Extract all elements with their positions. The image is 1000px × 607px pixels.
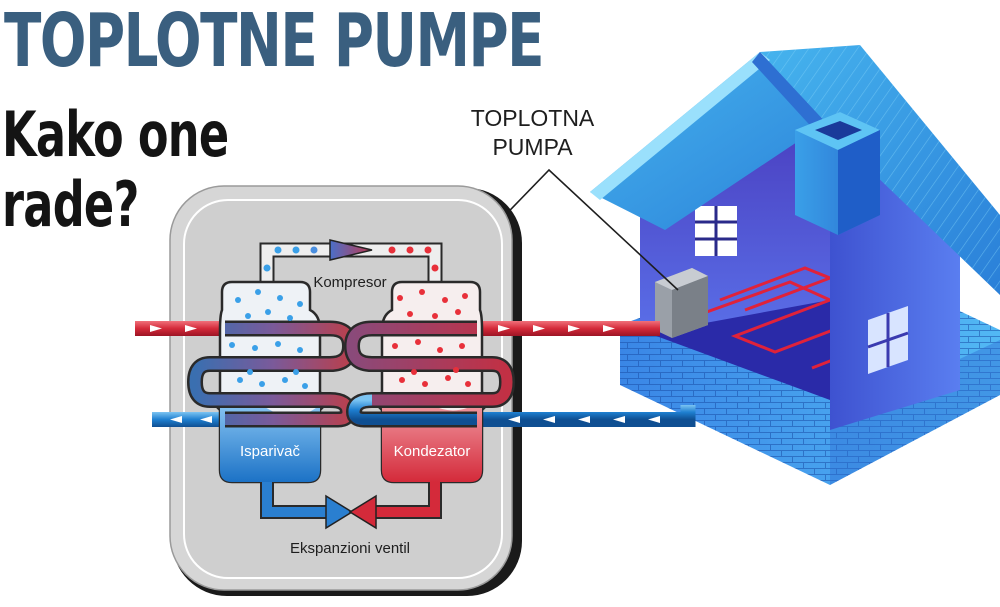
compressor-dots xyxy=(263,246,439,272)
house-window-left xyxy=(695,206,737,256)
expansion-valve-blue-arrow xyxy=(325,494,354,530)
source-hot-pipe xyxy=(135,321,225,336)
chimney xyxy=(795,112,880,235)
condenser-dots xyxy=(392,289,471,387)
expansion-valve-label: Ekspanzioni ventil xyxy=(290,540,410,557)
condenser xyxy=(343,280,516,484)
callout-line-1: TOPLOTNA xyxy=(470,105,595,131)
source-cold-pipe xyxy=(152,412,225,427)
expansion-valve-lines xyxy=(260,482,442,530)
callout-line-2: PUMPA xyxy=(492,133,573,160)
output-hot-pipe xyxy=(470,321,660,336)
evaporator-label: Isparivač xyxy=(240,443,301,460)
compressor-loop xyxy=(259,239,443,290)
output-cold-pipe xyxy=(460,405,696,427)
evaporator-dots xyxy=(229,289,308,389)
page-title: TOPLOTNE PUMPE xyxy=(4,0,545,84)
expansion-valve-red-arrow xyxy=(348,494,377,530)
heat-pump-unit xyxy=(655,268,708,338)
compressor-arrow xyxy=(329,239,373,261)
subtitle-line-1: Kako one xyxy=(2,98,229,171)
compressor-label: Kompresor xyxy=(313,274,386,291)
subtitle-line-2: rade? xyxy=(2,168,139,242)
condenser-label: Kondezator xyxy=(394,443,471,460)
heat-pump-callout: TOPLOTNA PUMPA xyxy=(460,104,605,162)
house-window-right xyxy=(867,306,909,374)
house-illustration xyxy=(590,45,1000,485)
page-subtitle: Kako one rade? xyxy=(2,98,229,242)
